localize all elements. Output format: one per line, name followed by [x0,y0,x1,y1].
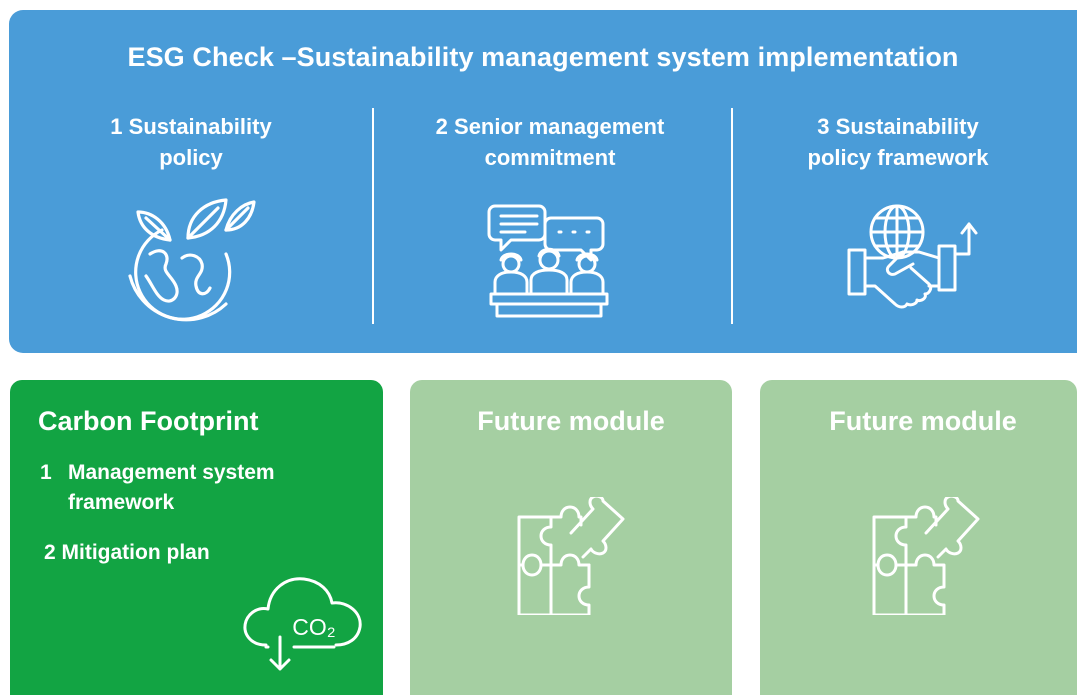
meeting-discussion-icon [487,202,611,320]
column-label-line1: 3 Sustainability [817,114,979,139]
item-text: Management system framework [68,458,368,518]
puzzle-icon [868,497,980,615]
globe-handshake-icon [843,202,989,318]
item-number: 1 [40,461,52,484]
column-label-line1: 2 Senior management [435,114,665,139]
panel-title: ESG Check –Sustainability management sys… [127,42,959,72]
card-title: Carbon Footprint [38,406,259,436]
co2-cloud-icon: CO₂ [240,567,368,679]
column-divider [372,108,374,324]
co2-label: CO₂ [292,614,335,640]
column-label-line1: 1 Sustainability [110,114,272,139]
column-label-line2: policy [159,145,223,170]
column-label-line2: commitment [484,145,616,170]
puzzle-icon [513,497,625,615]
esg-check-panel [9,10,1077,353]
card-title: Future module [829,406,1017,436]
column-divider [731,108,733,324]
list-item: 2 Mitigation plan [44,541,210,564]
card-title: Future module [477,406,665,436]
item-line1: Management system [68,461,275,484]
column-sustainability-policy: 1 Sustainability policy [88,111,294,173]
earth-leaves-icon [122,192,256,324]
future-module-card: Future module [410,380,732,695]
future-module-card: Future module [760,380,1077,695]
column-label-line2: policy framework [807,145,989,170]
column-senior-management: 2 Senior management commitment [400,111,700,173]
item-line2: framework [68,491,175,514]
carbon-footprint-card: Carbon Footprint 1 Management system fra… [10,380,383,695]
column-policy-framework: 3 Sustainability policy framework [770,111,1026,173]
